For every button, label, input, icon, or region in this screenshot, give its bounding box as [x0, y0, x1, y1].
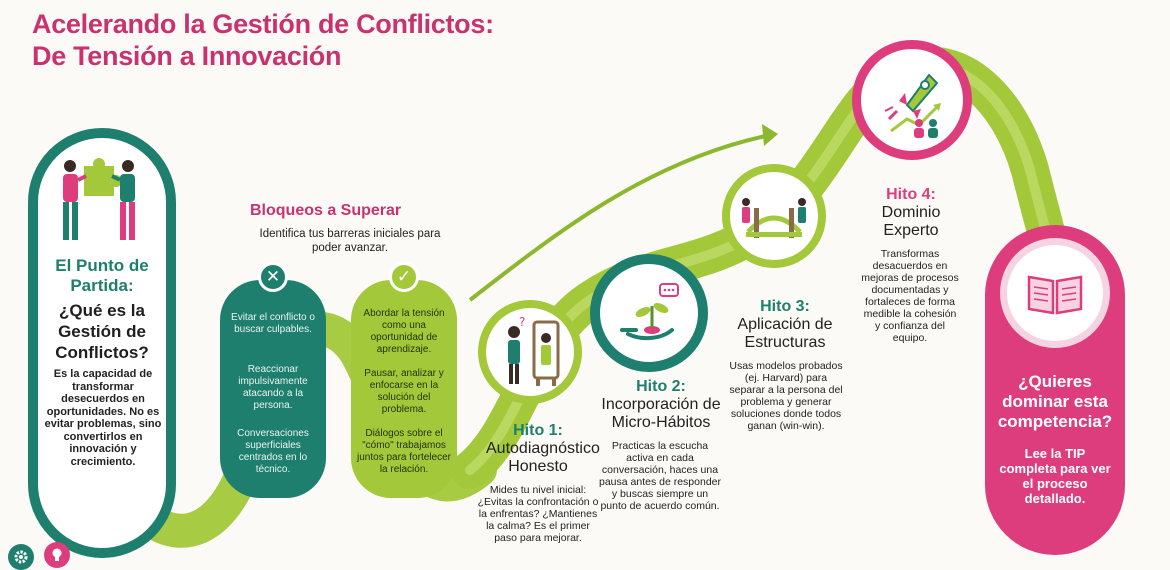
- blocker-good-item: Diálogos sobre el "cómo" trabajamos junt…: [357, 428, 451, 475]
- blocker-good-item: Abordar la tensión como una oportunidad …: [363, 308, 445, 355]
- page-title: Acelerando la Gestión de Conflictos: De …: [32, 9, 494, 71]
- rocket-growth-icon: [884, 73, 941, 138]
- cta-title: ¿Quieres dominar esta competencia?: [997, 372, 1113, 431]
- start-description: Es la capacidad de transformar desecuerd…: [44, 368, 162, 468]
- cta-description: Lee la TIP completa para ver el proceso …: [999, 446, 1111, 506]
- milestone-2-description: Practicas la escucha activa en cada conv…: [598, 440, 721, 512]
- milestone-4-title: Hito 4: Dominio Experto: [881, 186, 941, 239]
- svg-text:?: ?: [519, 315, 525, 329]
- blockers-description: Identifica tus barreras iniciales para p…: [259, 228, 441, 254]
- milestone-1-circle: ?: [478, 300, 582, 404]
- blocker-bad-item: Reaccionar impulsivamente atacando a la …: [238, 364, 308, 411]
- start-card: [28, 128, 176, 558]
- blocker-good-item: Pausar, analizar y enfocarse en la soluc…: [364, 368, 444, 415]
- milestone-3-description: Usas modelos probados (ej. Harvard) para…: [729, 360, 843, 432]
- start-subtitle: ¿Qué es la Gestión de Conflictos?: [55, 301, 149, 362]
- milestone-3-title: Hito 3: Aplicación de Estructuras: [737, 298, 833, 351]
- blocker-bad-item: Conversaciones superficiales centrados e…: [237, 428, 309, 475]
- milestone-2-title: Hito 2: Incorporación de Micro-Hábitos: [601, 378, 721, 431]
- mirror-reflection-icon: ?: [508, 315, 560, 386]
- blocker-bad-item: Evitar el conflicto o buscar culpables.: [231, 312, 315, 335]
- bridge-people-icon: [742, 198, 806, 238]
- milestone-4-description: Transformas desacuerdos en mejoras de pr…: [861, 248, 959, 344]
- plant-hand-icon: [620, 283, 679, 341]
- milestone-2-circle: [590, 254, 708, 372]
- milestone-1-description: Mides tu nivel inicial: ¿Evitas la confr…: [477, 484, 599, 544]
- cta-icon-circle: [1000, 238, 1110, 348]
- blockers-title: Bloqueos a Superar: [250, 202, 402, 219]
- open-book-icon: [1027, 275, 1083, 315]
- milestone-3-circle: [722, 164, 826, 268]
- start-title: El Punto de Partida:: [55, 256, 149, 295]
- milestone-4-circle: [852, 40, 972, 160]
- x-icon: ✕: [258, 262, 288, 292]
- check-icon: ✓: [389, 262, 419, 292]
- blockers-good-column: Abordar la tensión como una oportunidad …: [351, 280, 457, 498]
- puzzle-people-icon: [63, 158, 135, 240]
- gear-icon[interactable]: [8, 544, 34, 570]
- lightbulb-icon[interactable]: [44, 542, 70, 568]
- blockers-bad-column: Evitar el conflicto o buscar culpables. …: [220, 280, 326, 498]
- milestone-1-title: Hito 1: Autodiagnóstico Honesto: [486, 422, 600, 475]
